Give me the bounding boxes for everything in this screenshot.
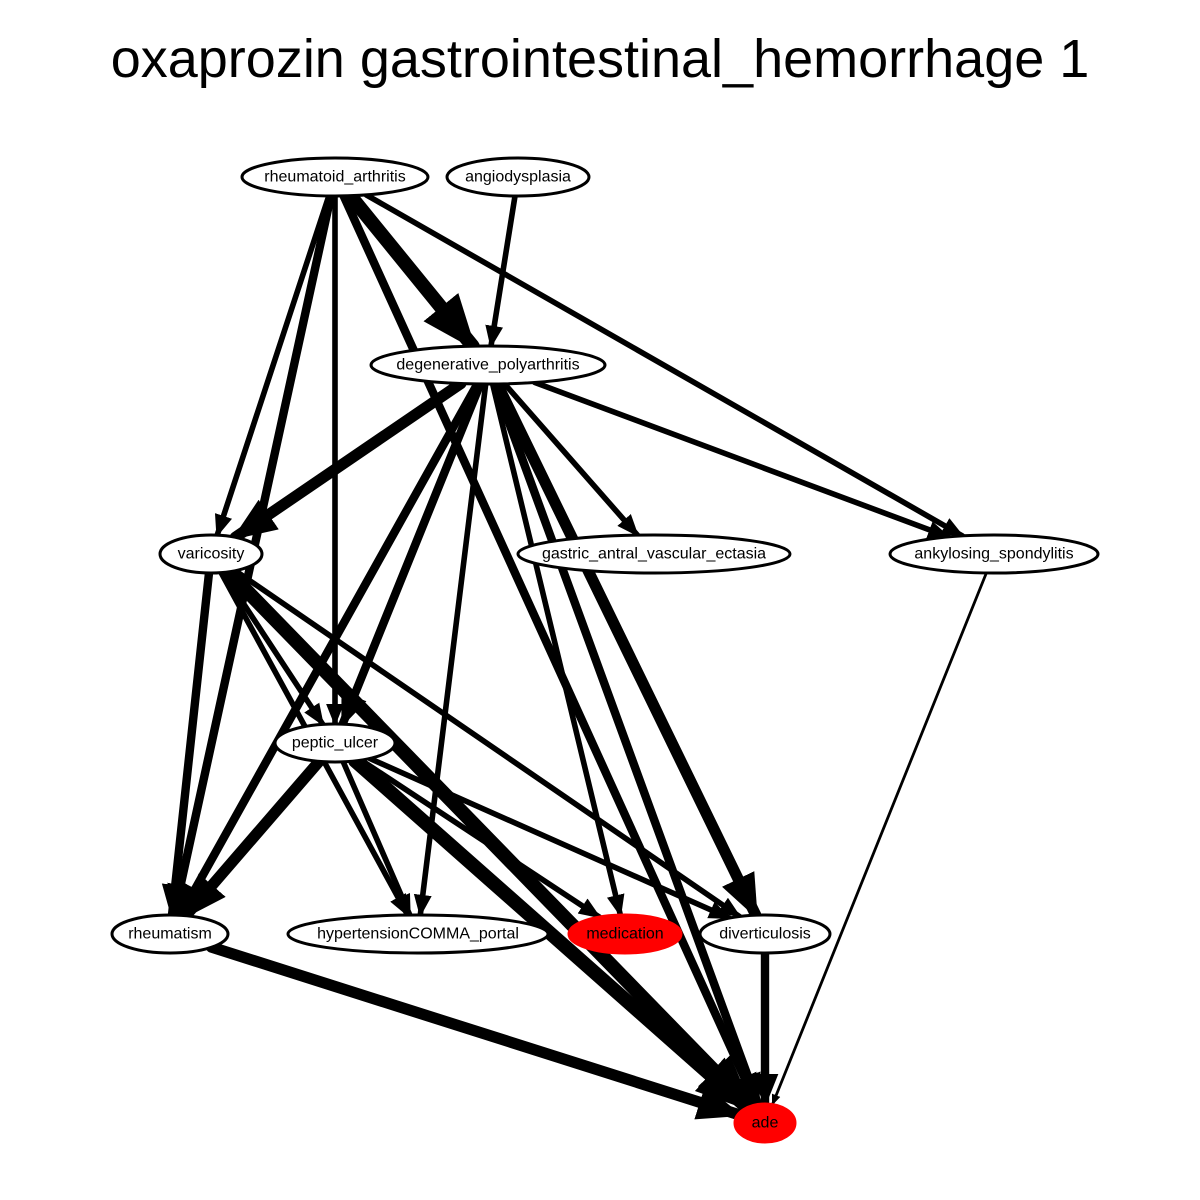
node-shape xyxy=(445,156,591,198)
node-shape xyxy=(158,533,264,575)
page-title: oxaprozin gastrointestinal_hemorrhage 1 xyxy=(110,29,1090,89)
node-shape xyxy=(369,344,607,386)
edge-rheumatism-to-ade xyxy=(206,941,744,1121)
edge-peptic_ulcer-to-rheumatism xyxy=(180,755,325,922)
edge-degenerative_polyarthritis-to-varicosity xyxy=(229,377,467,543)
node-label: diverticulosis xyxy=(719,926,811,943)
node-medication: medication xyxy=(567,913,683,955)
node-shape xyxy=(567,913,683,955)
edge-rheumatoid_arthritis-to-varicosity xyxy=(214,193,332,538)
edge-degenerative_polyarthritis-to-ade xyxy=(490,379,763,1109)
node-ade: ade xyxy=(733,1102,797,1144)
edge-degenerative_polyarthritis-to-rheumatism xyxy=(176,379,482,920)
edge-degenerative_polyarthritis-to-diverticulosis xyxy=(491,378,762,921)
node-label: varicosity xyxy=(178,546,245,563)
node-label: ankylosing_spondylitis xyxy=(914,546,1073,563)
edge-degenerative_polyarthritis-to-medication xyxy=(489,381,625,918)
node-ankylosing_spondylitis: ankylosing_spondylitis xyxy=(888,533,1100,575)
node-rheumatism: rheumatism xyxy=(110,913,230,955)
edge-varicosity-to-diverticulosis xyxy=(232,567,743,920)
edge-varicosity-to-peptic_ulcer xyxy=(220,569,326,728)
node-label: peptic_ulcer xyxy=(292,735,379,752)
node-shape xyxy=(516,533,792,575)
node-shape xyxy=(110,913,230,955)
node-label: rheumatoid_arthritis xyxy=(264,169,405,186)
node-shape xyxy=(733,1102,797,1144)
node-shape xyxy=(698,913,832,955)
edge-ankylosing_spondylitis-to-ade xyxy=(771,571,988,1106)
edge-peptic_ulcer-to-hypertensionCOMMA_portal xyxy=(340,758,413,918)
node-hypertensionCOMMA_portal: hypertensionCOMMA_portal xyxy=(286,913,550,955)
node-gastric_antral_vascular_ectasia: gastric_antral_vascular_ectasia xyxy=(516,533,792,575)
edge-rheumatoid_arthritis-to-degenerative_polyarthritis xyxy=(343,188,480,354)
node-degenerative_polyarthritis: degenerative_polyarthritis xyxy=(369,344,607,386)
node-diverticulosis: diverticulosis xyxy=(698,913,832,955)
node-label: ade xyxy=(752,1115,779,1132)
edge-rheumatoid_arthritis-to-ade xyxy=(339,191,761,1109)
edge-angiodysplasia-to-degenerative_polyarthritis xyxy=(485,193,518,349)
edge-peptic_ulcer-to-ade xyxy=(348,753,755,1115)
edge-degenerative_polyarthritis-to-ankylosing_spondylitis xyxy=(531,379,952,540)
node-label: medication xyxy=(586,926,663,943)
edge-varicosity-to-ade xyxy=(221,564,757,1114)
node-shape xyxy=(286,913,550,955)
node-label: degenerative_polyarthritis xyxy=(396,357,579,374)
node-label: gastric_antral_vascular_ectasia xyxy=(542,546,766,563)
node-shape xyxy=(273,722,397,764)
edge-peptic_ulcer-to-medication xyxy=(358,757,603,920)
node-shape xyxy=(240,156,430,198)
node-shape xyxy=(888,533,1100,575)
edges-layer xyxy=(161,188,988,1121)
edge-peptic_ulcer-to-diverticulosis xyxy=(366,755,733,921)
node-label: hypertensionCOMMA_portal xyxy=(317,926,519,943)
node-peptic_ulcer: peptic_ulcer xyxy=(273,722,397,764)
edge-degenerative_polyarthritis-to-peptic_ulcer xyxy=(338,379,485,729)
edge-varicosity-to-rheumatism xyxy=(161,568,214,920)
edge-rheumatoid_arthritis-to-ankylosing_spondylitis xyxy=(363,192,966,539)
node-rheumatoid_arthritis: rheumatoid_arthritis xyxy=(240,156,430,198)
node-varicosity: varicosity xyxy=(158,533,264,575)
node-label: angiodysplasia xyxy=(465,169,571,186)
edge-degenerative_polyarthritis-to-gastric_antral_vascular_ectasia xyxy=(501,380,641,538)
nodes-layer: rheumatoid_arthritis angiodysplasia degene… xyxy=(110,156,1100,1144)
node-label: rheumatism xyxy=(128,926,212,943)
node-angiodysplasia: angiodysplasia xyxy=(445,156,591,198)
